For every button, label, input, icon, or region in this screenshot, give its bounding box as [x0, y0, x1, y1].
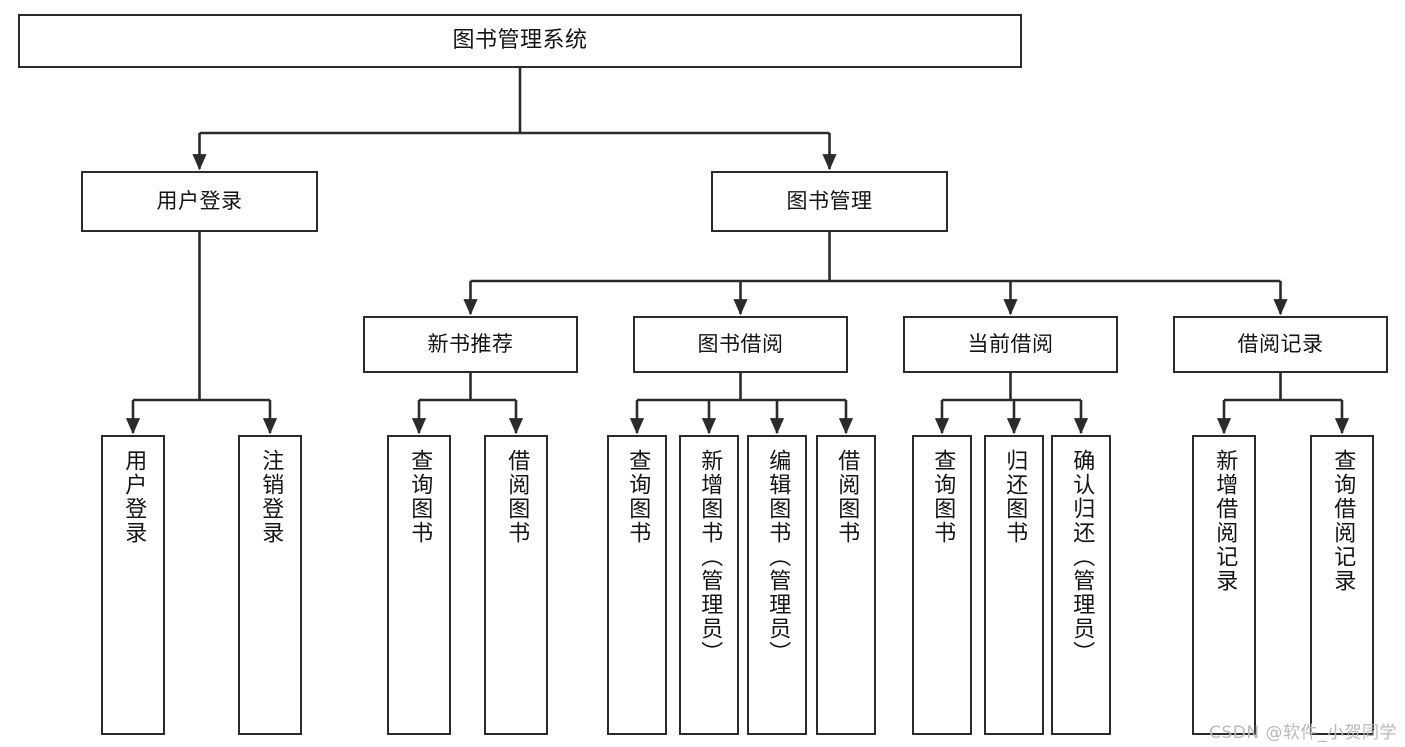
node-label: 查询图书: [625, 449, 651, 545]
csdn-watermark: CSDN @软件_小贺同学: [1209, 723, 1397, 743]
node-leaf-user-login: 用户登录: [101, 435, 165, 735]
node-leaf-cur-query: 查询图书: [912, 435, 972, 735]
node-label: 图书借阅: [697, 332, 784, 357]
node-label: 当前借阅: [967, 332, 1054, 357]
node-label: 借阅图书: [834, 449, 860, 545]
node-book-borrow: 图书借阅: [633, 316, 848, 373]
node-leaf-cur-confirm: 确认归还（管理员）: [1051, 435, 1111, 735]
node-leaf-user-logout: 注销登录: [238, 435, 302, 735]
node-label: 用户登录: [156, 189, 243, 214]
node-borrow-record: 借阅记录: [1173, 316, 1388, 373]
node-label: 图书管理系统: [452, 28, 588, 54]
node-user-login: 用户登录: [81, 171, 318, 232]
node-new-book-rec: 新书推荐: [363, 316, 578, 373]
node-label: 用户登录: [121, 449, 147, 545]
node-label: 编辑图书（管理员）: [765, 449, 791, 665]
node-leaf-borrow-lend: 借阅图书: [816, 435, 876, 735]
node-label: 查询图书: [407, 449, 433, 545]
node-leaf-borrow-edit: 编辑图书（管理员）: [747, 435, 807, 735]
node-root: 图书管理系统: [18, 14, 1022, 68]
node-label: 图书管理: [786, 189, 873, 214]
node-label: 确认归还（管理员）: [1069, 449, 1095, 665]
node-label: 新增图书（管理员）: [697, 449, 723, 665]
node-label: 新书推荐: [427, 332, 514, 357]
node-label: 新增借阅记录: [1212, 449, 1238, 593]
node-label: 归还图书: [1002, 449, 1028, 545]
node-leaf-cur-return: 归还图书: [984, 435, 1044, 735]
node-current-borrow: 当前借阅: [903, 316, 1118, 373]
node-leaf-rec-query: 查询图书: [387, 435, 451, 735]
node-leaf-rec-search: 查询借阅记录: [1310, 435, 1374, 735]
node-leaf-rec-borrow: 借阅图书: [484, 435, 548, 735]
node-leaf-borrow-add: 新增图书（管理员）: [679, 435, 739, 735]
node-label: 查询图书: [930, 449, 956, 545]
node-label: 查询借阅记录: [1330, 449, 1356, 593]
node-label: 注销登录: [258, 449, 284, 545]
node-label: 借阅记录: [1237, 332, 1324, 357]
node-label: 借阅图书: [504, 449, 530, 545]
node-leaf-borrow-query: 查询图书: [607, 435, 667, 735]
node-leaf-rec-add: 新增借阅记录: [1192, 435, 1256, 735]
node-book-manage: 图书管理: [711, 171, 948, 232]
